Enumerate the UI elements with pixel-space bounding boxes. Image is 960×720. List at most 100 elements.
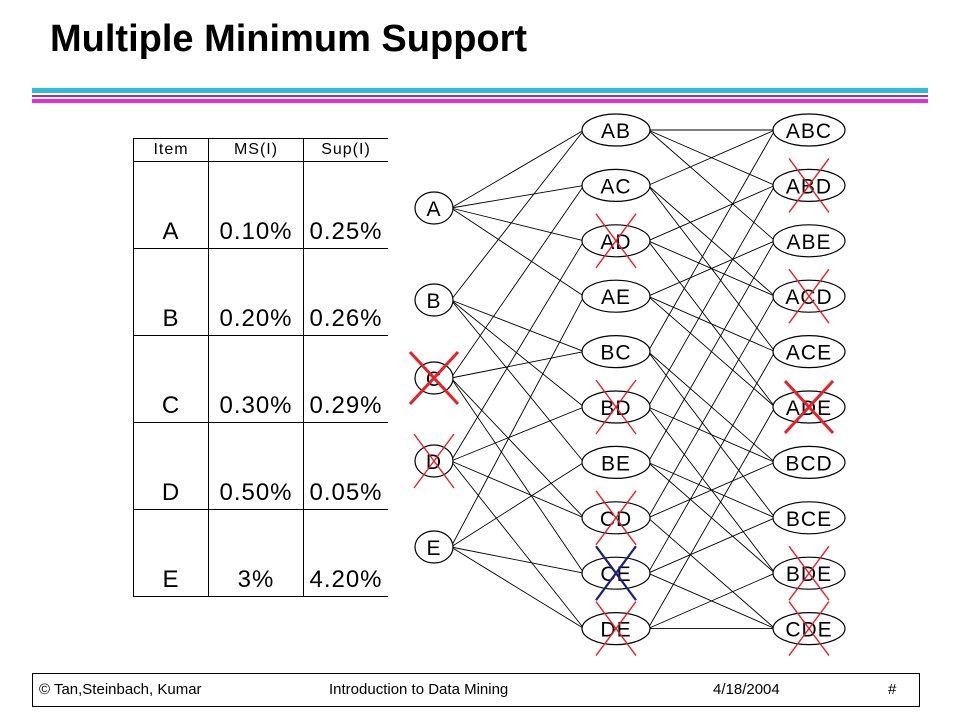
node-label: A xyxy=(426,198,441,221)
lattice-edge xyxy=(647,462,776,574)
lattice-edge xyxy=(647,351,776,519)
lattice-node: AB xyxy=(581,113,651,147)
lattice-edge xyxy=(647,517,776,574)
table-row: A 0.10% 0.25% xyxy=(133,161,388,249)
node-label: BCE xyxy=(786,508,832,531)
min-support-table: Item MS(I) Sup(I) A 0.10% 0.25% B 0.20% … xyxy=(133,138,388,597)
lattice-edge xyxy=(647,185,776,408)
node-label: ACD xyxy=(785,286,832,309)
table-row: E 3% 4.20% xyxy=(133,509,388,597)
lattice-edge xyxy=(450,460,585,519)
cell-sup: 0.29% xyxy=(303,335,388,423)
prune-cross-stroke xyxy=(595,213,637,269)
node-ellipse xyxy=(581,335,651,369)
prune-cross-stroke xyxy=(595,490,637,546)
lattice-edge xyxy=(450,299,585,408)
cell-ms: 0.50% xyxy=(208,422,304,510)
table-row: C 0.30% 0.29% xyxy=(133,335,388,423)
lattice-edge xyxy=(450,351,585,379)
node-ellipse xyxy=(772,335,846,369)
node-label: BE xyxy=(601,452,631,475)
node-label: DE xyxy=(600,619,631,642)
lattice-edge xyxy=(450,184,585,209)
lattice-edge xyxy=(647,240,776,408)
lattice-nodes: ABCDEABACADAEBCBDBECDCEDEABCABDABEACDACE… xyxy=(414,113,846,646)
prune-cross-stroke xyxy=(788,157,830,213)
node-label: AB xyxy=(601,120,631,143)
lattice-node: B xyxy=(414,283,454,317)
node-ellipse xyxy=(581,279,651,313)
prune-cross-stroke xyxy=(413,433,455,489)
footer-course: Introduction to Data Mining xyxy=(329,681,509,698)
prune-cross-stroke xyxy=(408,350,460,406)
lattice-edge xyxy=(647,572,776,630)
prune-cross-stroke xyxy=(783,379,835,435)
cell-sup: 0.25% xyxy=(303,161,388,249)
node-label: ABC xyxy=(786,120,832,143)
lattice-edge xyxy=(647,185,776,297)
node-ellipse xyxy=(772,445,846,479)
lattice-node: A xyxy=(414,191,454,225)
lattice-edge xyxy=(647,129,776,242)
node-label: BDE xyxy=(786,563,832,586)
lattice-edge xyxy=(647,184,776,242)
lattice-edge xyxy=(647,351,776,574)
title-rule-magenta xyxy=(32,99,928,103)
prune-cross-stroke xyxy=(788,545,830,601)
lattice-node: BC xyxy=(581,335,651,369)
lattice-edge xyxy=(450,299,585,463)
lattice-edge xyxy=(450,129,585,301)
node-ellipse xyxy=(581,445,651,479)
lattice-edge xyxy=(647,351,776,463)
lattice-edge xyxy=(450,299,585,353)
node-ellipse xyxy=(581,168,651,202)
title-rule-purple xyxy=(32,95,928,97)
slide-title: Multiple Minimum Support xyxy=(50,18,528,60)
lattice-edge xyxy=(450,546,585,574)
table-row: B 0.20% 0.26% xyxy=(133,248,388,336)
node-label: AD xyxy=(600,231,631,254)
cell-ms: 0.10% xyxy=(208,161,304,249)
lattice-edge xyxy=(647,185,776,352)
node-label: CDE xyxy=(785,619,832,642)
node-label: AE xyxy=(601,286,631,309)
prune-cross-stroke xyxy=(595,601,637,657)
node-ellipse xyxy=(414,530,454,564)
node-label: BD xyxy=(600,397,631,420)
prune-cross-stroke xyxy=(595,379,637,435)
title-rule-cyan xyxy=(32,88,928,93)
footer-page-number: # xyxy=(888,681,897,698)
node-ellipse xyxy=(772,113,846,147)
node-ellipse xyxy=(581,113,651,147)
prune-cross-stroke xyxy=(788,601,830,657)
lattice-edge xyxy=(647,295,776,408)
footer-date: 4/18/2004 xyxy=(713,681,780,698)
node-label: E xyxy=(426,537,441,560)
node-label: ABD xyxy=(786,175,832,198)
lattice-edge xyxy=(450,207,585,242)
lattice-edge xyxy=(450,240,585,462)
cell-sup: 4.20% xyxy=(303,509,388,597)
lattice-edge xyxy=(450,546,585,629)
header-ms: MS(I) xyxy=(208,138,304,162)
lattice-edge xyxy=(450,129,585,209)
lattice-node: AE xyxy=(581,279,651,313)
node-ellipse xyxy=(772,224,846,258)
lattice-edge xyxy=(450,207,585,297)
lattice-edge xyxy=(450,462,585,548)
prune-cross-stroke xyxy=(788,268,830,324)
header-item: Item xyxy=(133,138,209,162)
cell-sup: 0.26% xyxy=(303,248,388,336)
lattice-edge xyxy=(450,460,585,629)
node-label: ABE xyxy=(786,231,831,254)
prune-cross-stroke xyxy=(595,545,637,601)
cell-item: E xyxy=(133,509,209,597)
lattice-node: BCE xyxy=(772,501,846,535)
cell-item: A xyxy=(133,161,209,249)
node-label: AC xyxy=(600,175,631,198)
cell-ms: 3% xyxy=(208,509,304,597)
cell-sup: 0.05% xyxy=(303,422,388,510)
cell-item: B xyxy=(133,248,209,336)
lattice-node: AC xyxy=(581,168,651,202)
node-label: CD xyxy=(600,508,632,531)
